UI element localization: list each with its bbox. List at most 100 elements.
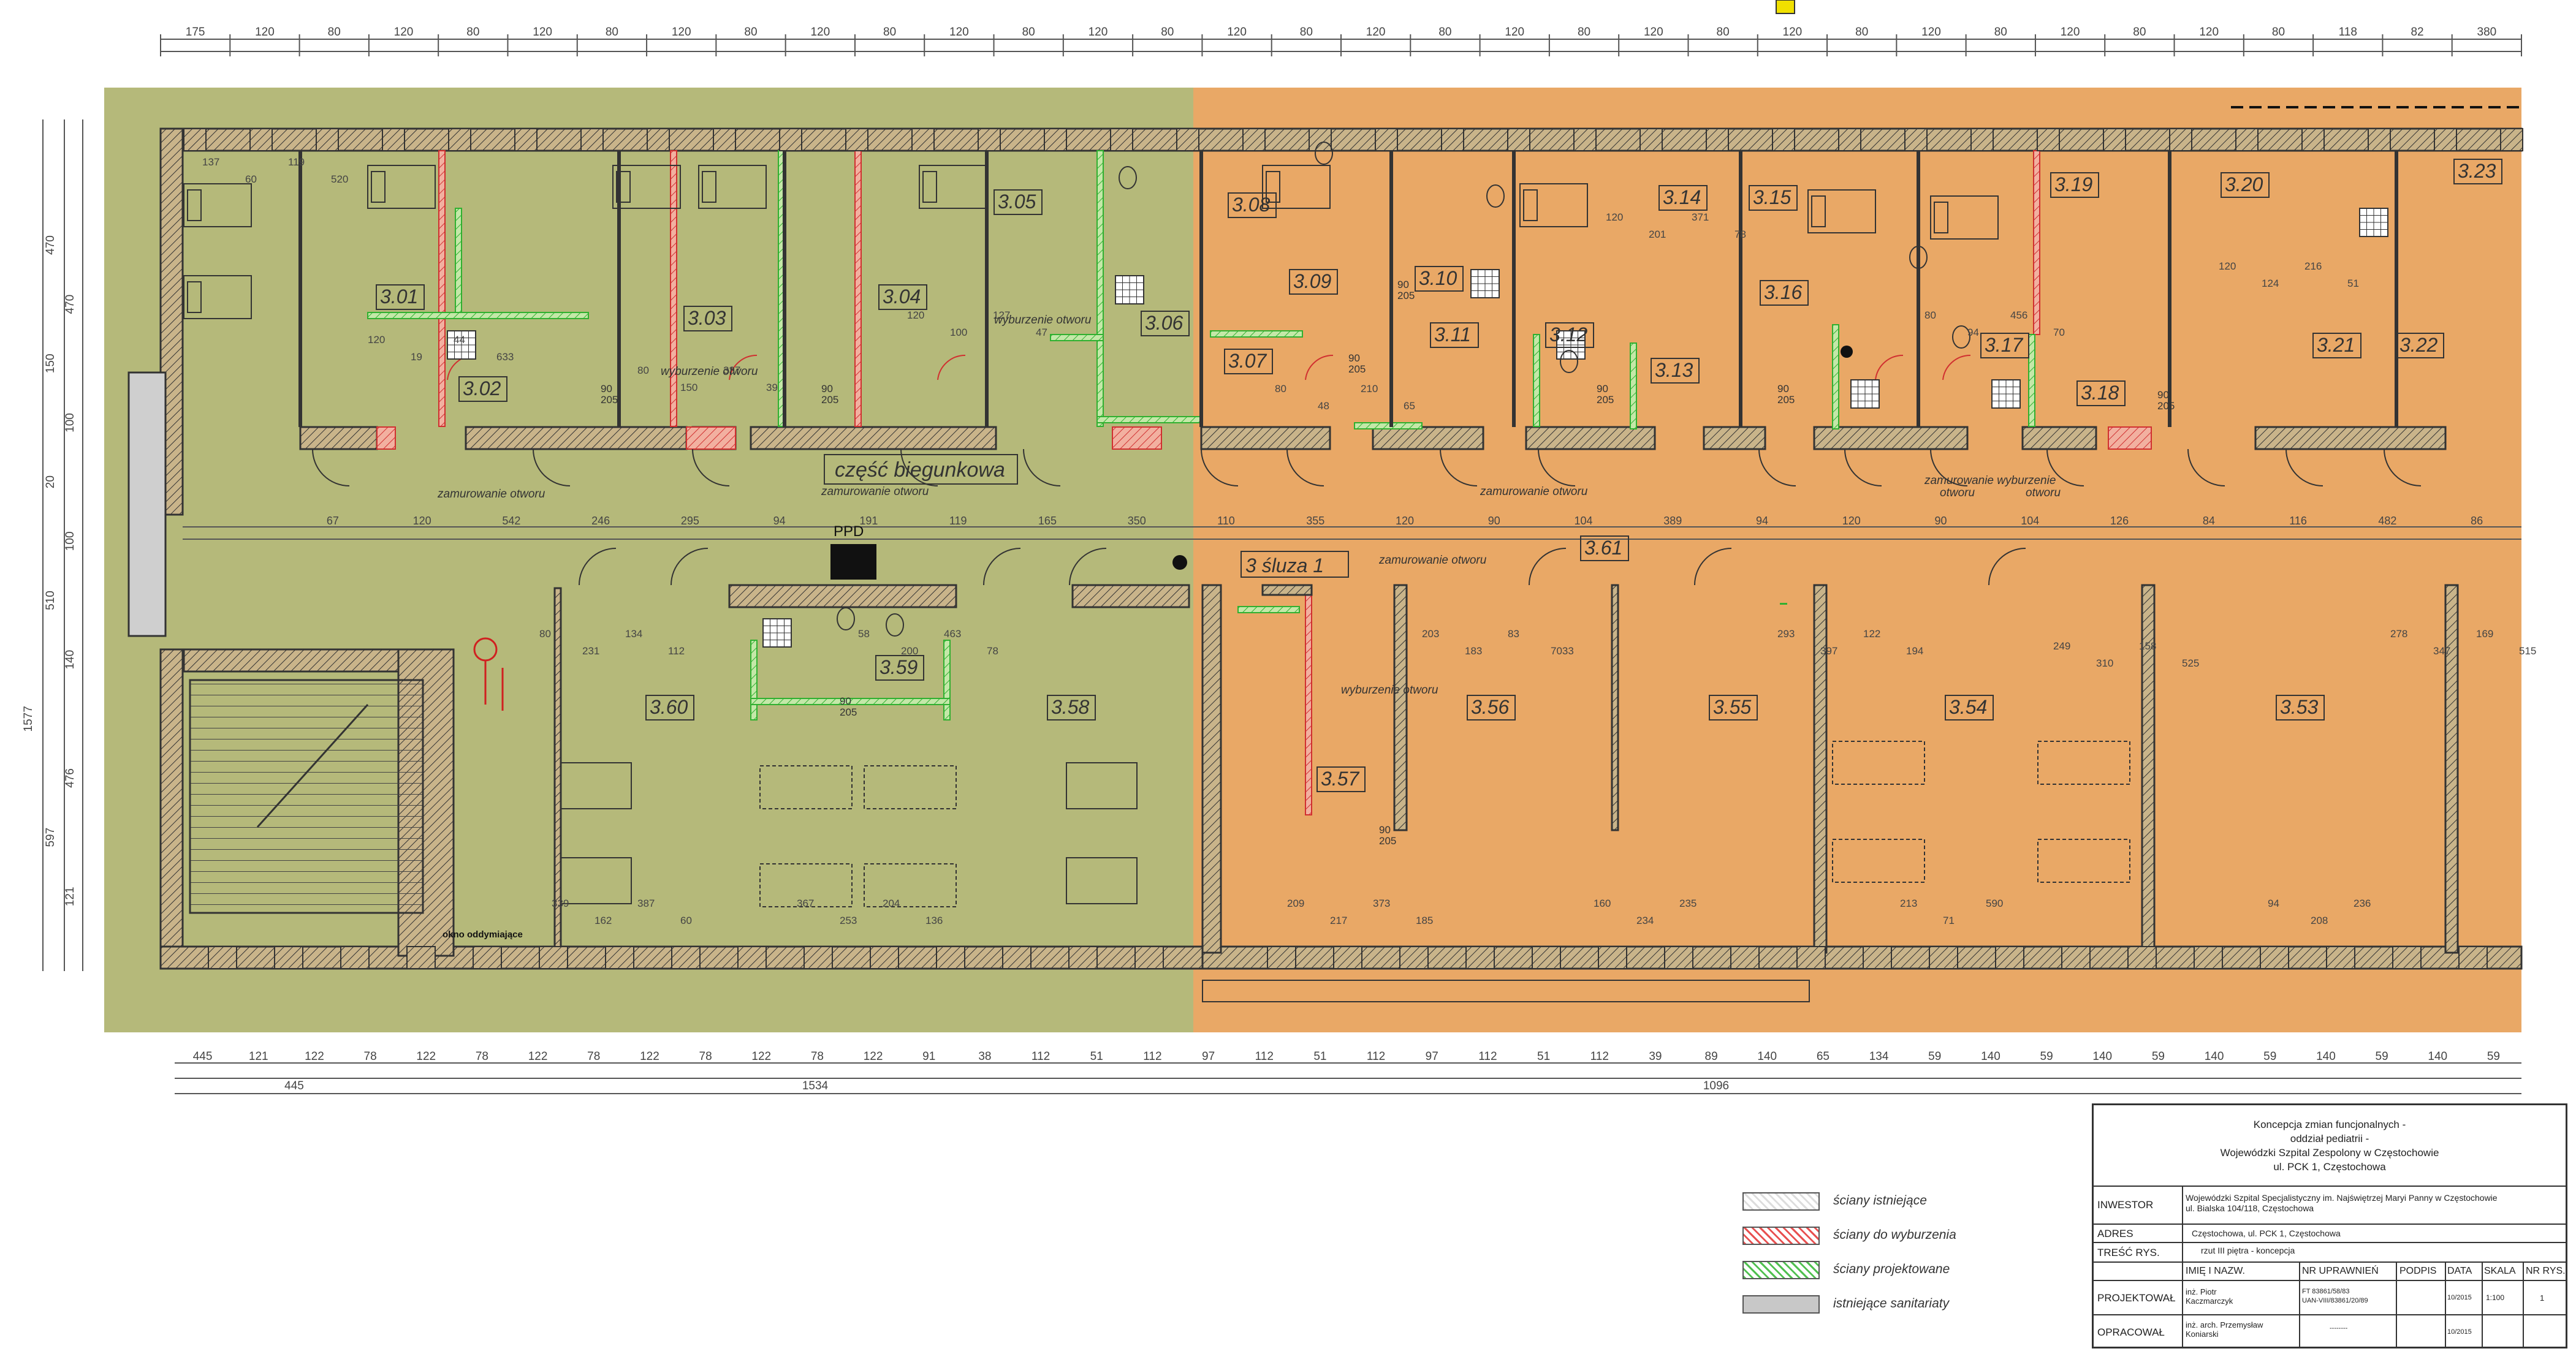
window-bottom xyxy=(1863,946,1892,969)
room-dimension-label: 339 xyxy=(552,898,569,909)
new-zone xyxy=(1193,88,2521,1032)
room-dimension-label: 80 xyxy=(1275,383,1286,395)
room-label-box xyxy=(1580,535,1629,561)
room-dimension-label: 590 xyxy=(1986,898,2003,909)
door-size-label: 205 xyxy=(2157,400,2175,412)
room-dimension-label: 204 xyxy=(883,898,900,909)
bed xyxy=(1066,762,1138,809)
sluza-label-box xyxy=(1241,551,1349,578)
room-dimension-label: 203 xyxy=(1422,628,1439,640)
corridor-dim-label: 84 xyxy=(2203,515,2215,527)
tb-projektowal-upr-1: FT 83861/58/83 xyxy=(2302,1288,2350,1295)
tb-tresc-value: rzut III piętra - koncepcja xyxy=(2201,1246,2295,1255)
dim-left-label: 140 xyxy=(64,650,77,670)
bed xyxy=(1262,165,1331,209)
tb-opracowal-name-2: Koniarski xyxy=(2186,1329,2219,1339)
tb-col-nr: NR RYS. xyxy=(2526,1266,2566,1276)
room-label: 3.14 xyxy=(1663,186,1701,208)
corridor-dim-label: 119 xyxy=(949,515,967,527)
room-label: 3.19 xyxy=(2054,173,2092,195)
dim-bottom-total-label: 1534 xyxy=(802,1080,829,1092)
tb-opracowal-upr: -------- xyxy=(2330,1325,2348,1332)
tb-adres-label: ADRES xyxy=(2097,1228,2133,1239)
bed xyxy=(698,165,767,209)
tb-row-adres: ADRES Częstochowa, ul. PCK 1, Częstochow… xyxy=(2094,1225,2566,1243)
dim-top-label: 120 xyxy=(810,26,830,39)
tb-col-data: DATA xyxy=(2447,1266,2472,1276)
dim-top-label: 120 xyxy=(1921,26,1941,39)
dim-bottom-label: 89 xyxy=(1705,1050,1718,1063)
note-zamurowanie-3: zamurowanie otworu xyxy=(1378,554,1487,567)
tb-opracowal-name-1: inż. arch. Przemysław xyxy=(2186,1320,2263,1329)
window-top xyxy=(316,128,339,151)
room-dimension-label: 515 xyxy=(2519,645,2536,657)
room-label: 3.56 xyxy=(1471,696,1509,718)
room-label: 3.60 xyxy=(650,696,688,718)
corridor-wall-upper xyxy=(299,426,2447,450)
room-label-box xyxy=(1945,695,1994,720)
legend-swatch xyxy=(1742,1192,1820,1211)
room-label: 3.11 xyxy=(1434,323,1471,346)
window-top xyxy=(1904,128,1928,151)
room-dimension-label: 525 xyxy=(2182,657,2199,669)
window-bottom xyxy=(2194,946,2223,969)
door-swing-upper xyxy=(1201,448,1239,486)
dim-left-label: 100 xyxy=(64,531,77,551)
window-bottom xyxy=(671,946,701,969)
toilet xyxy=(1952,325,1970,349)
room-label-box xyxy=(2453,159,2502,184)
partitions-upper xyxy=(298,151,2398,427)
dim-bottom-label: 140 xyxy=(2428,1050,2447,1063)
corridor-dim-label: 104 xyxy=(2021,515,2039,527)
dim-bottom-label: 78 xyxy=(476,1050,488,1063)
corridor-dim-label: 90 xyxy=(1488,515,1500,527)
window-top xyxy=(911,128,935,151)
toilet xyxy=(1560,350,1578,373)
door-size-label: 90 xyxy=(1777,383,1789,395)
door-swing-lower xyxy=(1988,548,2026,586)
dim-bottom-label: 97 xyxy=(1426,1050,1438,1063)
room-dimension-label: 520 xyxy=(331,173,348,185)
door-size-label: 90 xyxy=(601,383,612,395)
room-label-box xyxy=(376,284,425,310)
corridor-dim-label: 120 xyxy=(1842,515,1861,527)
bed xyxy=(1066,857,1138,904)
dim-top-label: 80 xyxy=(328,26,341,39)
room-label: 3.21 xyxy=(2317,334,2355,356)
dim-left-label: 150 xyxy=(44,354,57,373)
room-label: 3.57 xyxy=(1321,768,1359,790)
window-top xyxy=(2037,128,2060,151)
door-swing-upper xyxy=(2384,448,2422,486)
note-okno: okno oddymiające xyxy=(443,929,523,940)
bed-pillow xyxy=(187,281,202,313)
window-bottom xyxy=(2458,946,2488,969)
tb-projektowal-name-2: Kaczmarczyk xyxy=(2186,1296,2233,1306)
dim-bottom-total-label: 1096 xyxy=(1703,1080,1729,1092)
room-dimension-label: 633 xyxy=(496,351,514,363)
dim-top-label: 120 xyxy=(255,26,275,39)
tb-head-line-2: oddział pediatrii - xyxy=(2290,1132,2369,1144)
dim-bottom-label: 134 xyxy=(1869,1050,1889,1063)
door-size-label: 90 xyxy=(2157,389,2169,401)
room-dimension-label: 236 xyxy=(2354,898,2371,909)
bed-pillow xyxy=(1811,195,1826,227)
room-dimension-label: 48 xyxy=(1318,400,1329,412)
door-swing-demolish xyxy=(729,354,758,380)
door-swings xyxy=(312,354,2422,586)
corridor-dim-label: 104 xyxy=(1574,515,1592,527)
room-label-box xyxy=(1224,349,1273,374)
dim-left-label: 121 xyxy=(64,887,77,906)
tb-opracowal-data: 10/2015 xyxy=(2447,1328,2472,1336)
window-bottom xyxy=(1267,946,1296,969)
bed-ghost xyxy=(2037,741,2130,785)
window-top xyxy=(249,128,273,151)
room-label-box xyxy=(2395,333,2444,358)
dim-left-label: 1577 xyxy=(22,706,35,732)
window-top xyxy=(514,128,538,151)
dim-bottom-label: 140 xyxy=(2092,1050,2112,1063)
tb-col-podpis: PODPIS xyxy=(2399,1266,2437,1276)
room-label: 3.17 xyxy=(1985,334,2023,356)
tb-opracowal-label: OPRACOWAŁ xyxy=(2097,1326,2165,1338)
dim-top-label: 82 xyxy=(2411,26,2423,39)
room-label-box xyxy=(2276,695,2325,720)
